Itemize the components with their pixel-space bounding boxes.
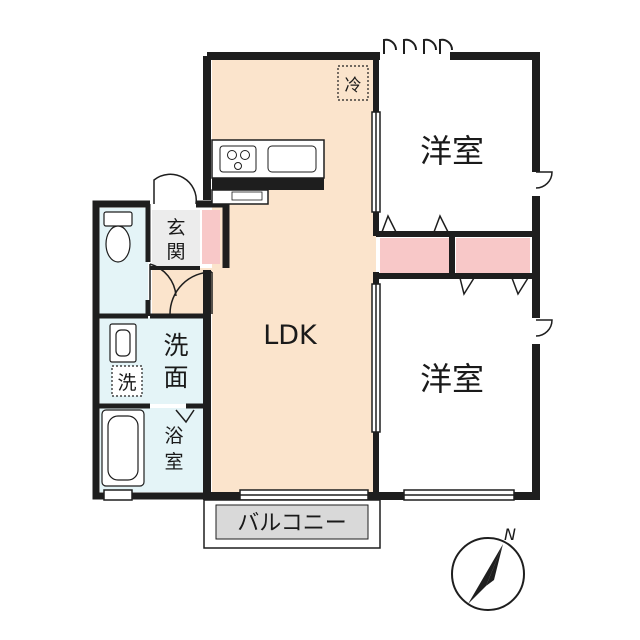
bathroom-label-1: 浴 <box>164 425 183 447</box>
front-door <box>153 173 198 205</box>
hall-door <box>169 271 213 315</box>
bath-window <box>103 489 133 501</box>
entrance-closet <box>202 210 220 264</box>
washbasin-icon <box>109 323 137 363</box>
washroom-label-2: 面 <box>163 363 188 392</box>
balcony-label: バルコニー <box>237 511 347 536</box>
windows <box>103 111 515 501</box>
doors <box>149 171 553 424</box>
stove-burner-icon <box>227 150 237 160</box>
closet-door-c <box>459 277 475 296</box>
bathtub-icon <box>101 409 145 487</box>
room-divider-wall <box>376 231 536 279</box>
bath-door <box>175 409 195 424</box>
closet-right <box>456 238 530 274</box>
outer-wall <box>203 52 540 500</box>
entrance-label-1: 玄 <box>166 217 185 239</box>
closet-door-d <box>511 277 529 296</box>
compass-needle-icon <box>468 544 503 604</box>
toilet-icon <box>103 211 133 263</box>
hallway-floor <box>152 268 212 314</box>
ldk-floor <box>212 60 376 492</box>
western-room-bottom-floor <box>378 278 532 492</box>
closet-door-b <box>433 214 449 233</box>
western-room-top-floor <box>378 60 532 232</box>
fridge-label: 冷 <box>345 76 362 96</box>
washer-label: 洗 <box>117 372 136 394</box>
western-room-top-label: 洋室 <box>420 132 484 170</box>
ldk-label: LDK <box>263 320 318 351</box>
bathroom-label-2: 室 <box>164 451 183 473</box>
balcony-label-box <box>215 504 369 540</box>
walls <box>92 52 540 500</box>
toilet-wall <box>96 204 151 319</box>
closet-left <box>380 238 450 274</box>
sink-icon <box>267 145 317 173</box>
entrance-label-2: 関 <box>166 241 185 263</box>
washer-space <box>111 365 143 397</box>
washroom-label-1: 洗 <box>163 331 188 360</box>
room-top-door <box>535 171 553 189</box>
kitchen-counter <box>211 139 325 205</box>
top-windows <box>383 38 454 54</box>
closet-door-a <box>381 214 397 233</box>
stove-burner-icon <box>240 150 250 160</box>
entrance-floor <box>152 210 200 268</box>
compass-north-label: N <box>504 525 516 544</box>
western-room-bottom-label: 洋室 <box>420 360 484 398</box>
north-compass: N <box>451 525 525 611</box>
room-bottom-door <box>535 319 553 337</box>
stove-burner-icon <box>234 162 242 170</box>
